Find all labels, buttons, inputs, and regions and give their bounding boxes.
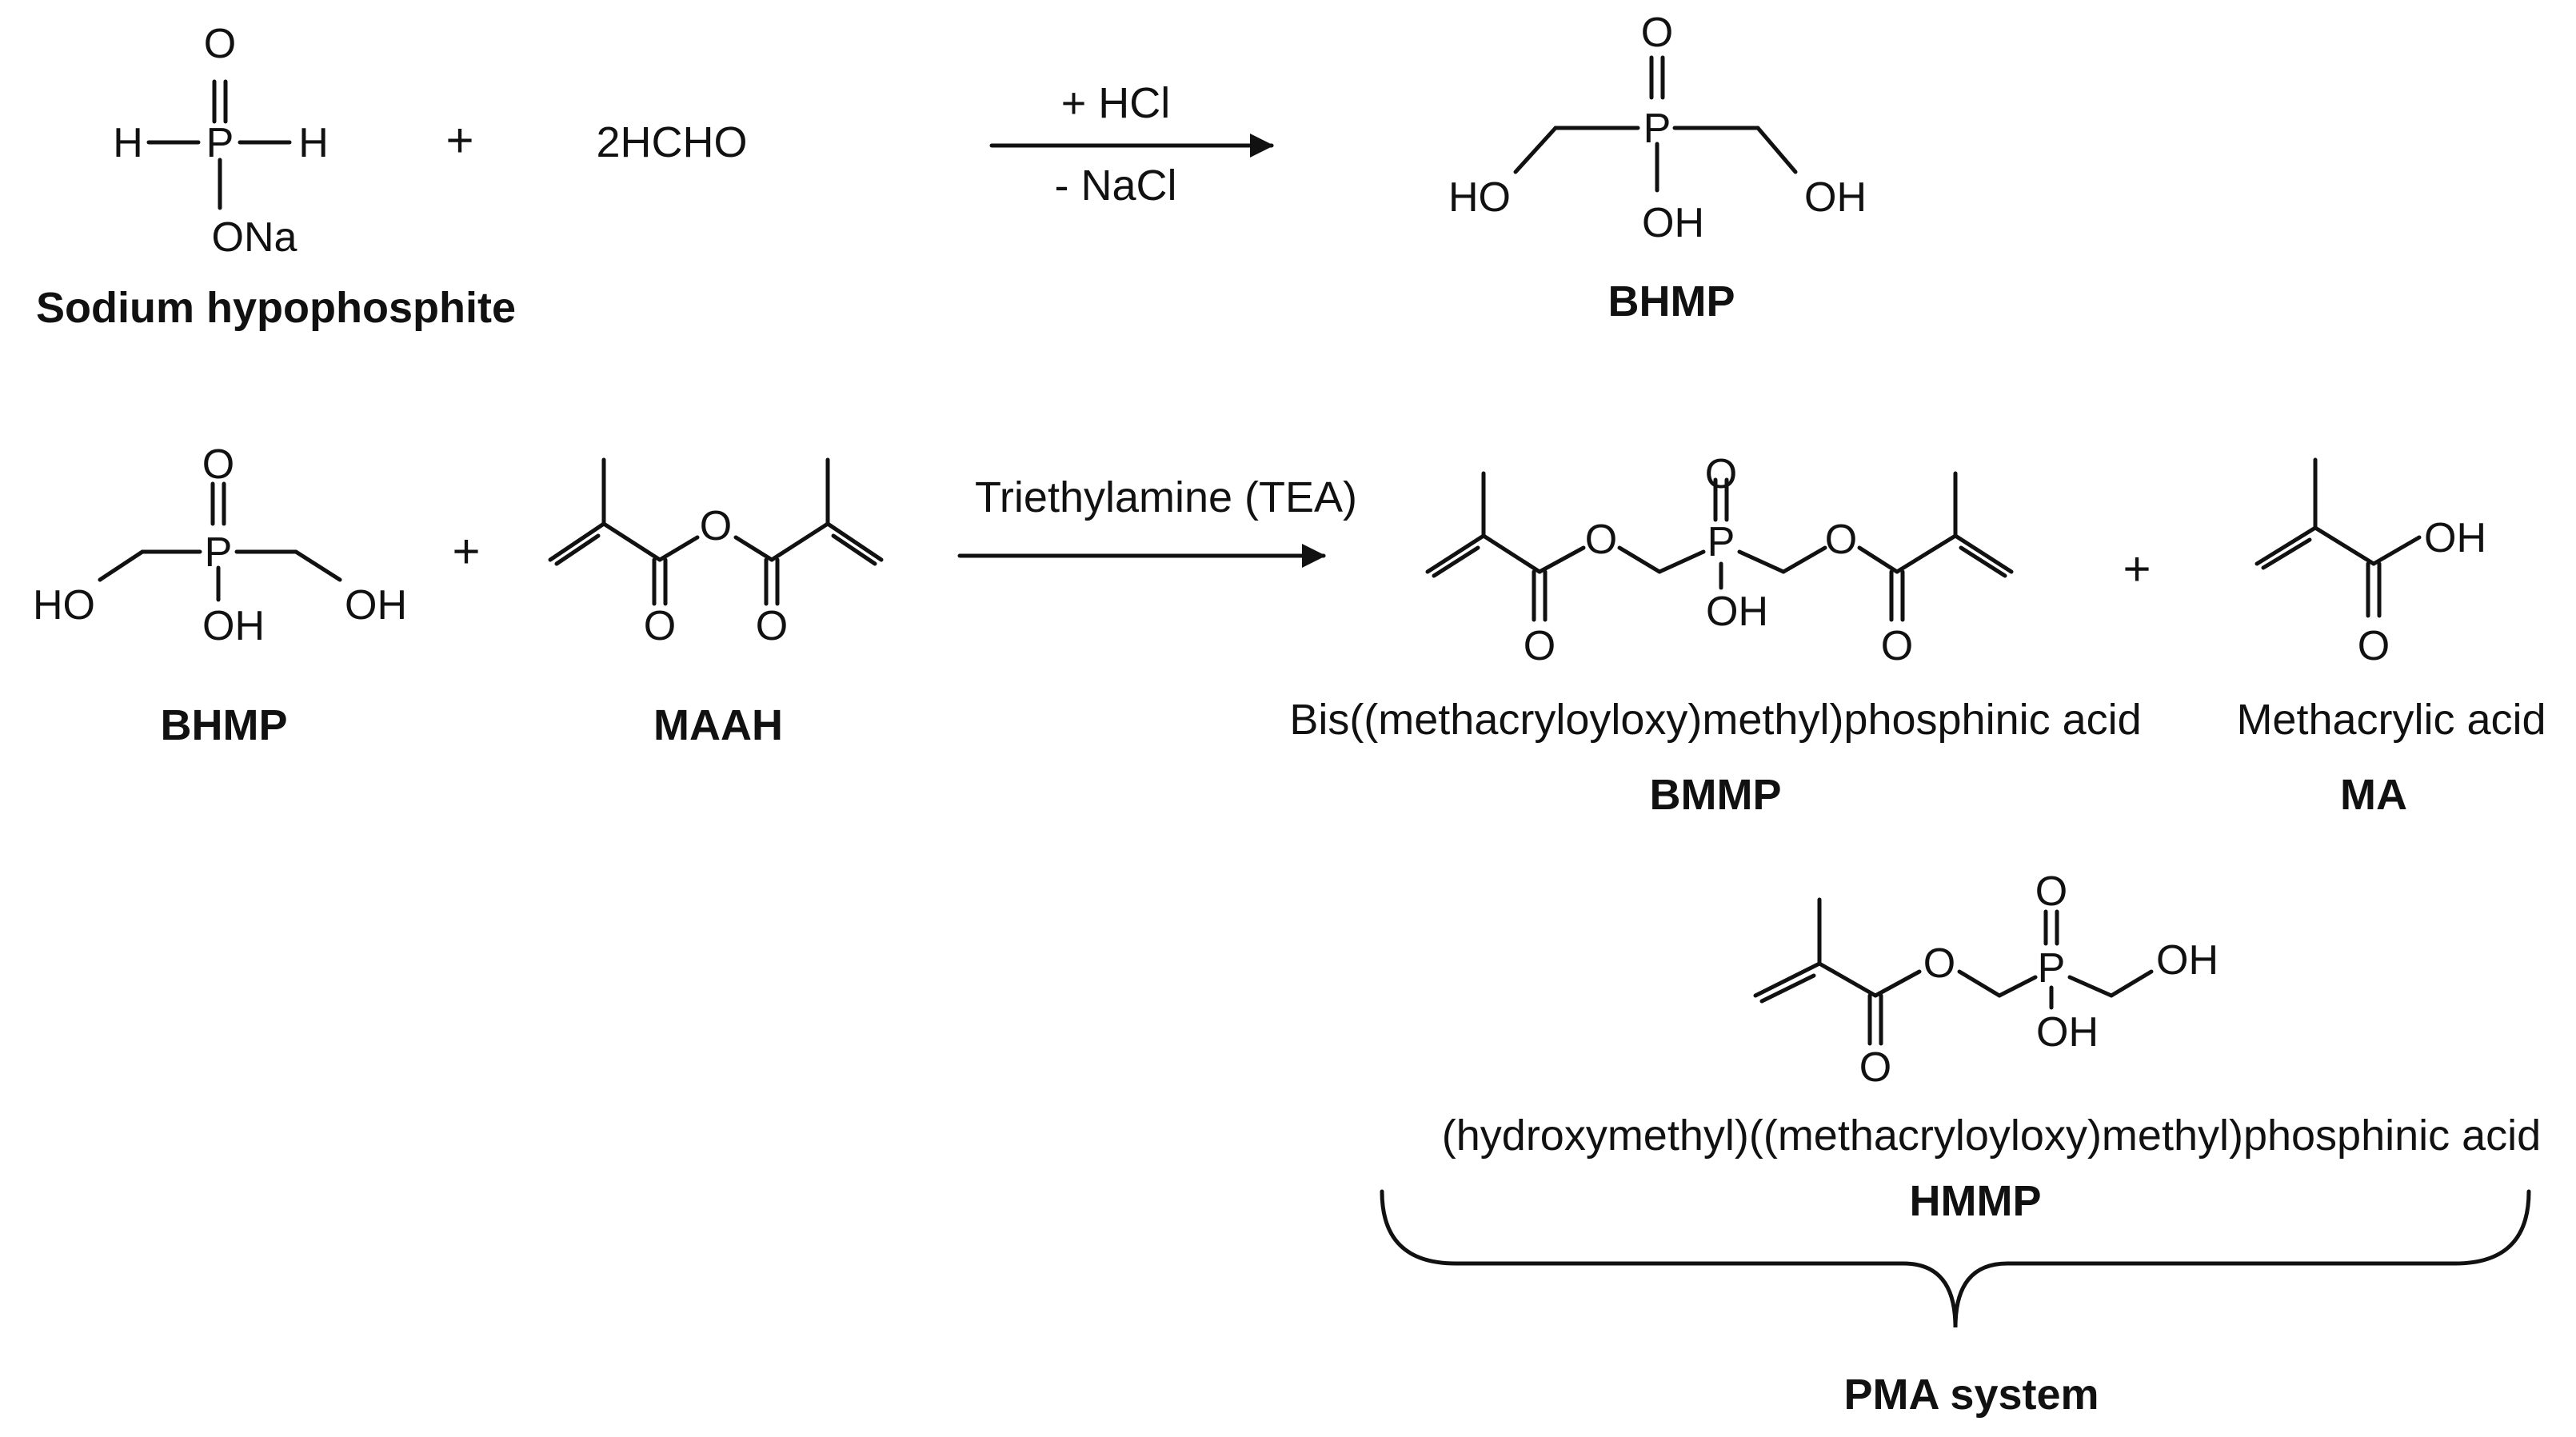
ma-name: MA — [2340, 771, 2407, 819]
atom-ho: HO — [1448, 174, 1511, 221]
atom-h: H — [113, 120, 143, 166]
atom-o: O — [700, 503, 732, 549]
atom-p: P — [1643, 106, 1671, 152]
bmmp-full-name: Bis((methacryloyloxy)methyl)phosphinic a… — [1289, 696, 2141, 744]
atom-oh: OH — [2156, 937, 2219, 984]
plus-sign: + — [452, 525, 480, 578]
atom-o: O — [2358, 623, 2390, 669]
atom-h: H — [298, 120, 329, 166]
arrow-label-tea: Triethylamine (TEA) — [975, 473, 1357, 521]
formaldehyde-reagent: 2HCHO — [596, 118, 747, 166]
atom-o: O — [644, 603, 676, 649]
bhmp-reactant-name: BHMP — [161, 701, 288, 749]
methacrylic-acid-full-name: Methacrylic acid — [2236, 696, 2546, 744]
sodium-hypophosphite-name: Sodium hypophosphite — [36, 284, 516, 332]
atom-oh: OH — [2424, 515, 2486, 561]
atom-p: P — [2038, 945, 2066, 992]
plus-sign: + — [445, 114, 473, 167]
atom-o: O — [1923, 940, 1955, 987]
atom-o: O — [2035, 868, 2067, 915]
sodium-hypophosphite-structure: O H P H ONa — [113, 21, 329, 261]
atom-oh: OH — [2036, 1009, 2099, 1056]
bmmp-name: BMMP — [1650, 771, 1782, 819]
maah-structure: O O O — [548, 457, 884, 649]
plus-sign: + — [2123, 542, 2151, 596]
atom-o: O — [1524, 623, 1556, 669]
hmmp-name: HMMP — [1910, 1177, 2042, 1225]
atom-o: O — [1585, 517, 1617, 563]
bmmp-structure: O O O P OH O O — [1425, 451, 2014, 669]
pma-system-label: PMA system — [1843, 1371, 2099, 1419]
atom-o: O — [1705, 451, 1737, 497]
atom-p: P — [1707, 519, 1735, 565]
atom-ona: ONa — [212, 214, 298, 261]
bhmp-reactant-structure: O P HO OH OH — [33, 441, 407, 649]
atom-oh: OH — [1804, 174, 1867, 221]
atom-oh: OH — [202, 603, 265, 649]
atom-p: P — [206, 120, 234, 166]
atom-o: O — [202, 441, 234, 488]
atom-o: O — [756, 603, 788, 649]
maah-name: MAAH — [653, 701, 783, 749]
arrow-label-nacl: - NaCl — [1054, 162, 1176, 210]
atom-o: O — [204, 21, 236, 67]
atom-oh: OH — [345, 582, 407, 629]
hmmp-full-name: (hydroxymethyl)((methacryloyloxy)methyl)… — [1442, 1112, 2541, 1160]
atom-o: O — [1825, 517, 1857, 563]
atom-p: P — [205, 529, 233, 576]
hmmp-structure: O O O P OH OH — [1753, 868, 2219, 1091]
atom-o: O — [1641, 10, 1673, 56]
bhmp-name: BHMP — [1608, 277, 1735, 325]
atom-o: O — [1859, 1044, 1891, 1091]
atom-oh: OH — [1642, 200, 1704, 246]
atom-ho: HO — [33, 582, 95, 629]
atom-oh: OH — [1706, 589, 1768, 635]
arrow-label-hcl: + HCl — [1061, 79, 1171, 127]
pma-system-brace — [1380, 1189, 2531, 1328]
methacrylic-acid-structure: OH O — [2254, 457, 2486, 669]
atom-o: O — [1881, 623, 1913, 669]
bhmp-structure: O P HO OH OH — [1448, 10, 1867, 246]
